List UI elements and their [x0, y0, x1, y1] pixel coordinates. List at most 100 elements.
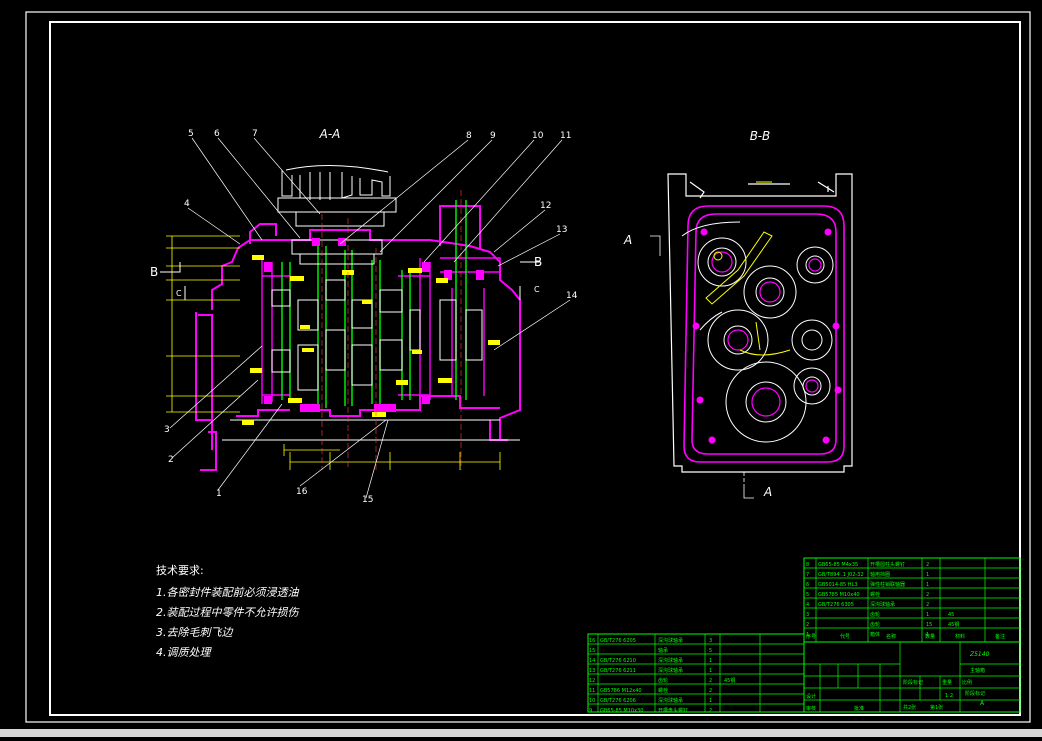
title-block-grid	[804, 642, 1020, 712]
bb-gears	[681, 221, 834, 443]
stage-value: A	[980, 700, 985, 707]
outer-frame	[25, 11, 1031, 723]
part-qty: 2	[926, 592, 929, 598]
part-code: GB5786 M12x40	[600, 688, 642, 694]
callout-5: 5	[188, 129, 194, 139]
section-aa-view: A-A	[150, 127, 571, 499]
tech-requirement-3: 3.去除毛刺飞边	[156, 626, 233, 639]
tech-requirement-4: 4.调质处理	[156, 646, 212, 659]
section-marker-b-right: B	[534, 255, 542, 269]
part-no: 12	[589, 678, 595, 684]
part-no: 16	[589, 638, 595, 644]
tech-requirement-1: 1.各密封件装配前必须浸透油	[156, 586, 299, 599]
part-code: GB/T276 6206	[600, 698, 636, 704]
callout-11: 11	[560, 131, 571, 141]
header-note: 备注	[995, 633, 1005, 640]
part-qty: 1	[926, 632, 929, 638]
sheet-total: 共2张	[903, 704, 916, 711]
part-name: 齿轮	[870, 611, 880, 618]
part-no: 15	[589, 648, 595, 654]
dimension-lines	[166, 235, 501, 470]
header-name: 名称	[886, 633, 896, 640]
part-name: 深沟球轴承	[870, 601, 895, 608]
section-marker-b-left: B	[150, 265, 158, 279]
part-qty: 3	[709, 638, 712, 644]
role-approve: 批准	[854, 705, 864, 712]
callout-6: 6	[214, 129, 220, 139]
housing-body	[195, 205, 521, 471]
leader-lines	[169, 137, 571, 499]
part-material: 45	[948, 612, 954, 618]
part-name: 螺栓	[870, 591, 880, 598]
part-qty: 5	[709, 648, 712, 654]
stage-label: 阶段标记	[903, 679, 923, 686]
part-code: GB/T276 6210	[600, 658, 636, 664]
section-aa-title: A-A	[319, 127, 341, 141]
role-review: 审核	[806, 705, 816, 712]
part-no: 3	[806, 612, 809, 618]
part-name: 轴承	[658, 647, 668, 654]
bb-section-line-a	[650, 235, 754, 499]
part-no: 6	[806, 582, 809, 588]
section-bb-title: B-B	[750, 129, 771, 143]
callout-9: 9	[490, 131, 496, 141]
part-name: 齿轮	[658, 677, 668, 684]
part-material: 45钢	[724, 677, 735, 684]
part-name: 开槽圆柱头螺钉	[870, 561, 905, 568]
part-name: 深沟球轴承	[658, 637, 683, 644]
drawing-number: Z5140	[969, 651, 990, 658]
part-qty: 1	[926, 582, 929, 588]
part-no: 10	[589, 698, 595, 704]
callout-14: 14	[566, 291, 578, 301]
window-bottom-strip	[0, 729, 1042, 737]
part-no: 4	[806, 602, 809, 608]
bb-bolt-holes	[692, 228, 842, 444]
inner-frame	[49, 21, 1021, 716]
part-no: 5	[806, 592, 809, 598]
part-name: 深沟球轴承	[658, 697, 683, 704]
callout-4: 4	[184, 199, 190, 209]
motor-pulley	[277, 164, 397, 227]
part-no: 14	[589, 658, 595, 664]
part-qty: 1	[926, 572, 929, 578]
part-name: 齿轮	[870, 621, 880, 628]
header-material: 材料	[955, 633, 965, 640]
callout-1: 1	[216, 489, 222, 499]
part-code: GB5014-85 HL3	[818, 582, 858, 588]
tech-requirement-2: 2.装配过程中零件不允许损伤	[156, 606, 300, 619]
part-qty: 1	[709, 698, 712, 704]
part-code: GB/T894 .1 J02-32	[818, 572, 864, 578]
callout-16: 16	[296, 487, 308, 497]
callout-8: 8	[466, 131, 472, 141]
section-cut-marks	[160, 261, 540, 300]
part-no: 11	[589, 688, 595, 694]
center-lines	[321, 190, 462, 470]
callout-15: 15	[362, 495, 373, 505]
header-qty: 数量	[925, 633, 935, 640]
part-name: 开槽盘头螺钉	[658, 707, 688, 714]
part-material: 45钢	[948, 621, 959, 628]
part-name: 深沟球轴承	[658, 667, 683, 674]
part-qty: 1	[926, 612, 929, 618]
part-qty: 2	[926, 602, 929, 608]
bb-yellow-details	[705, 181, 791, 356]
part-name: 螺栓	[658, 687, 668, 694]
parts-list-right-grid	[804, 558, 1020, 642]
part-code: GB65-85 M10x30	[600, 708, 643, 714]
weight-label: 重量	[942, 679, 952, 686]
tech-requirements-heading: 技术要求:	[156, 564, 204, 577]
bb-housing-outline	[667, 173, 853, 473]
callout-7: 7	[252, 129, 258, 139]
part-no: 7	[806, 572, 809, 578]
part-name: 轴用挡圈	[870, 571, 890, 578]
callout-12: 12	[540, 201, 551, 211]
part-qty: 2	[926, 562, 929, 568]
part-qty: 15	[926, 622, 932, 628]
